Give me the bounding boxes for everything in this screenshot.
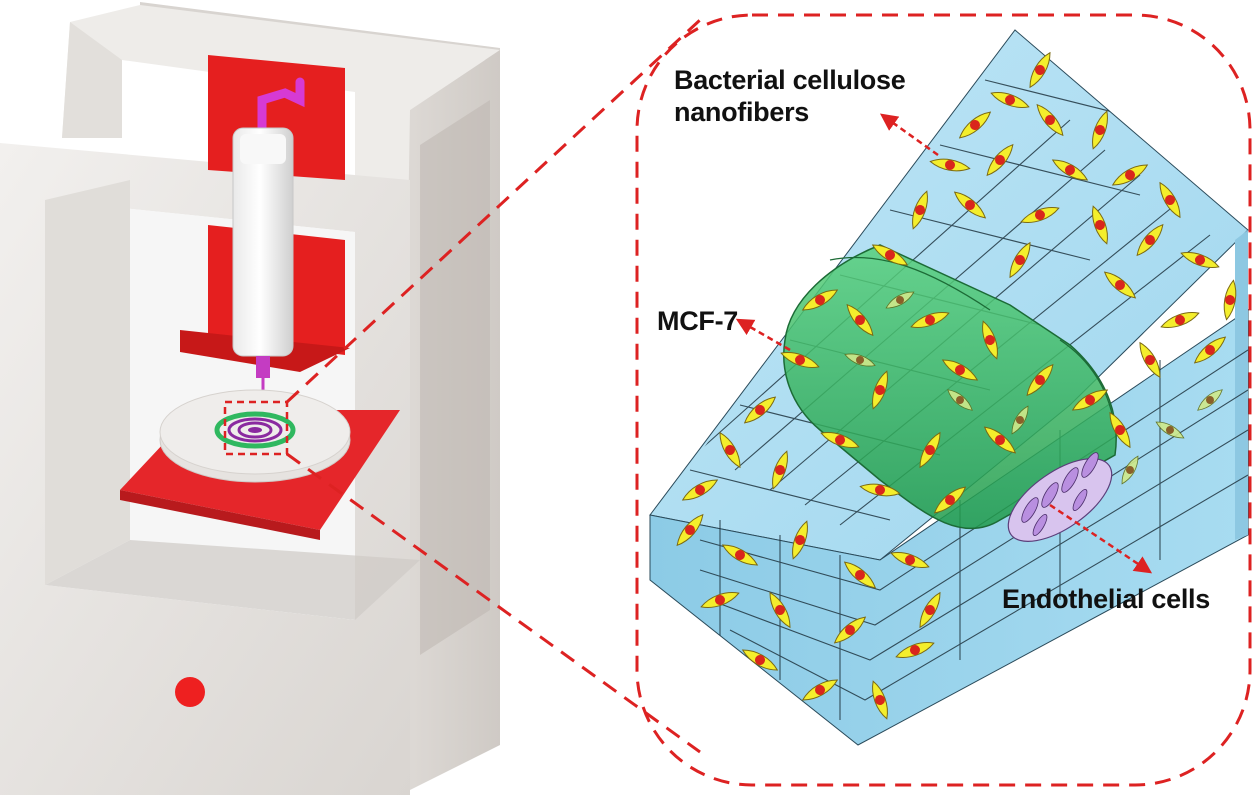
label-bacterial-cellulose: Bacterial cellulose nanofibers: [674, 64, 905, 128]
label-endothelial-cells: Endothelial cells: [1002, 583, 1210, 615]
label-bacterial-cellulose-line2: nanofibers: [674, 96, 905, 128]
bioprinter: [0, 2, 500, 795]
power-button-icon: [175, 677, 205, 707]
nozzle: [256, 356, 270, 378]
cellulose-scaffold: [650, 30, 1248, 745]
label-bacterial-cellulose-line1: Bacterial cellulose: [674, 64, 905, 96]
label-mcf7: MCF-7: [657, 305, 738, 337]
